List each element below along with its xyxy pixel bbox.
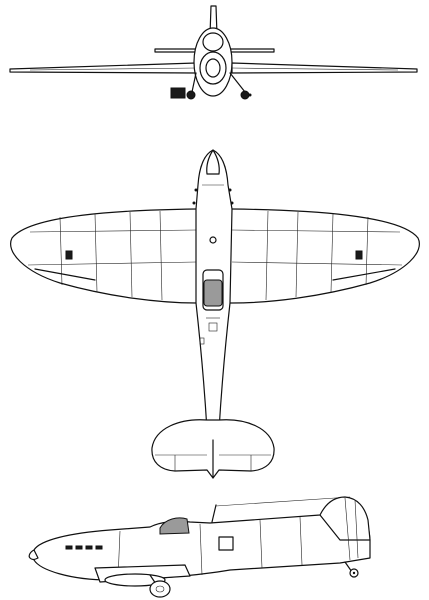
- side-view-spinner: [28, 549, 39, 561]
- front-view-radiator: [170, 87, 186, 99]
- front-view-starboard-wheel: [240, 90, 250, 100]
- front-view-port-wing: [9, 62, 197, 74]
- side-view-aerial-mast: [211, 504, 217, 523]
- side-view-fin: [319, 496, 371, 541]
- front-view-canopy: [202, 32, 224, 52]
- top-view-canopy: [203, 279, 223, 307]
- top-view-wing-panel-lines: [27, 210, 403, 301]
- side-view-radiator: [104, 573, 166, 587]
- side-view-main-wheel: [149, 580, 171, 598]
- side-view-canopy: [159, 517, 190, 535]
- front-view: [9, 5, 418, 100]
- top-view-starboard-aileron: [332, 268, 396, 281]
- front-view-port-wheel: [186, 90, 196, 100]
- side-view-exhaust-stubs: [65, 545, 103, 550]
- top-view: [10, 149, 420, 479]
- side-view-aerial-wire: [215, 496, 351, 507]
- top-view-spinner: [206, 149, 220, 175]
- side-view-access-hatch: [218, 536, 234, 551]
- top-view-port-aileron: [34, 268, 96, 281]
- front-view-starboard-wing: [231, 62, 418, 74]
- front-view-spinner: [205, 58, 221, 78]
- side-view: [28, 496, 371, 598]
